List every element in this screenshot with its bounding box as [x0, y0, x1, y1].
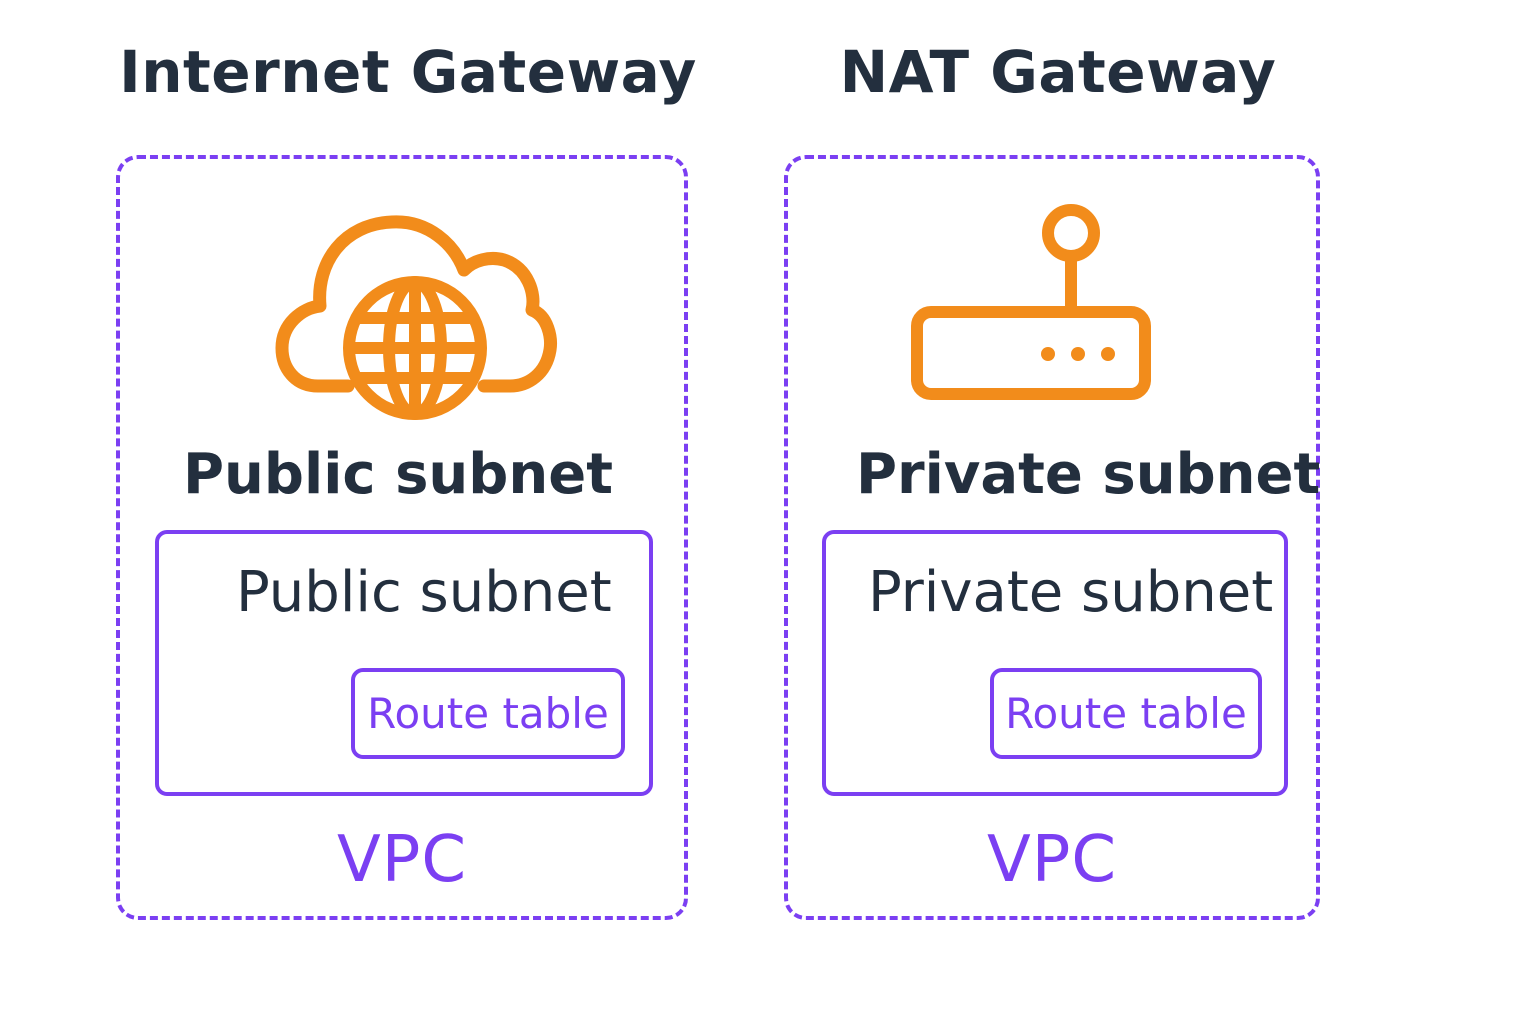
- public-subnet-box: [155, 530, 653, 796]
- public-subnet-heading: Public subnet: [183, 442, 613, 507]
- private-subnet-label: Private subnet: [868, 560, 1274, 625]
- internet-gateway-title: Internet Gateway: [119, 38, 697, 106]
- public-subnet-label: Public subnet: [236, 560, 612, 625]
- private-subnet-heading: Private subnet: [856, 442, 1321, 507]
- private-subnet-box: [822, 530, 1288, 796]
- vpc-label-left: VPC: [336, 823, 468, 897]
- vpc-boundary-right: [784, 155, 1320, 920]
- private-route-table: Route table: [990, 668, 1262, 759]
- globe-icon: [343, 276, 487, 420]
- public-route-table: Route table: [351, 668, 625, 759]
- nat-gateway-title: NAT Gateway: [839, 38, 1277, 106]
- vpc-label-right: VPC: [986, 823, 1118, 897]
- router-icon: [911, 204, 1151, 400]
- cloud-globe-icon: [275, 215, 557, 420]
- vpc-boundary-left: [116, 155, 688, 920]
